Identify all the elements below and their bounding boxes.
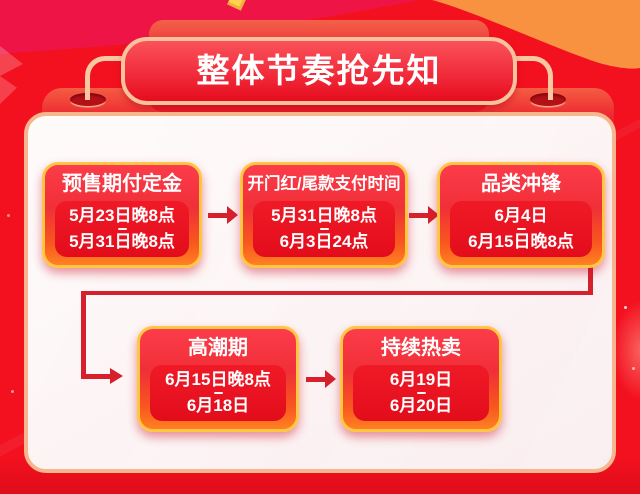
date-end: 5月31日晚8点 bbox=[69, 232, 175, 252]
arrow-right-icon bbox=[409, 206, 439, 224]
date-end: 6月15日晚8点 bbox=[468, 232, 574, 252]
stage-dates-panel: 6月19日 6月20日 bbox=[353, 365, 489, 421]
date-start: 5月31日晚8点 bbox=[271, 205, 377, 225]
date-separator bbox=[416, 391, 426, 395]
stage-title: 预售期付定金 bbox=[62, 173, 182, 195]
stage-peak-period: 高潮期 6月15日晚8点 6月18日 bbox=[137, 326, 299, 432]
stage-title: 高潮期 bbox=[188, 337, 248, 359]
date-separator bbox=[117, 227, 127, 231]
stage-dates-panel: 5月23日晚8点 5月31日晚8点 bbox=[55, 201, 189, 257]
stage-continued-hot-sale: 持续热卖 6月19日 6月20日 bbox=[340, 326, 502, 432]
date-separator bbox=[213, 391, 223, 395]
glow-decoration bbox=[612, 300, 640, 400]
stage-title: 持续热卖 bbox=[381, 337, 461, 359]
date-separator bbox=[319, 227, 329, 231]
hanging-wire-right bbox=[516, 56, 553, 100]
arrow-right-icon bbox=[306, 370, 336, 388]
date-separator bbox=[516, 227, 526, 231]
date-start: 5月23日晚8点 bbox=[69, 205, 175, 225]
stage-title: 品类冲锋 bbox=[481, 173, 561, 195]
date-start: 6月15日晚8点 bbox=[165, 369, 271, 389]
arrow-shaft bbox=[208, 212, 227, 218]
stage-category-charge: 品类冲锋 6月4日 6月15日晚8点 bbox=[437, 162, 605, 268]
sparkle-dot bbox=[624, 306, 627, 309]
date-end: 6月3日24点 bbox=[279, 232, 369, 252]
arrow-head bbox=[227, 206, 238, 224]
connector-arrow-shaft-icon bbox=[81, 374, 113, 379]
page-title: 整体节奏抢先知 bbox=[196, 52, 442, 89]
connector-line-down-icon bbox=[588, 262, 593, 295]
stage-dates-panel: 6月15日晚8点 6月18日 bbox=[150, 365, 286, 421]
date-end: 6月18日 bbox=[186, 396, 250, 416]
date-start: 6月19日 bbox=[389, 369, 453, 389]
stage-dates-panel: 6月4日 6月15日晚8点 bbox=[450, 201, 592, 257]
sparkle-dot bbox=[7, 214, 10, 217]
connector-line-down-icon bbox=[81, 290, 86, 377]
date-start: 6月4日 bbox=[494, 205, 548, 225]
hanging-wire-left bbox=[85, 56, 122, 100]
connector-arrowhead-icon bbox=[110, 368, 123, 384]
arrow-head bbox=[325, 370, 336, 388]
title-banner: 整体节奏抢先知 bbox=[121, 37, 517, 105]
sparkle-dot bbox=[632, 367, 635, 370]
arrow-head bbox=[428, 206, 439, 224]
stage-title: 开门红/尾款支付时间 bbox=[247, 175, 401, 193]
arrow-shaft bbox=[306, 376, 325, 382]
arrow-right-icon bbox=[208, 206, 238, 224]
arrow-shaft bbox=[409, 212, 428, 218]
sparkle-dot bbox=[11, 390, 14, 393]
date-end: 6月20日 bbox=[389, 396, 453, 416]
stage-opening-final-payment: 开门红/尾款支付时间 5月31日晚8点 6月3日24点 bbox=[240, 162, 408, 268]
stage-dates-panel: 5月31日晚8点 6月3日24点 bbox=[253, 201, 395, 257]
connector-line-across-icon bbox=[81, 290, 593, 295]
stage-presale-deposit: 预售期付定金 5月23日晚8点 5月31日晚8点 bbox=[42, 162, 202, 268]
